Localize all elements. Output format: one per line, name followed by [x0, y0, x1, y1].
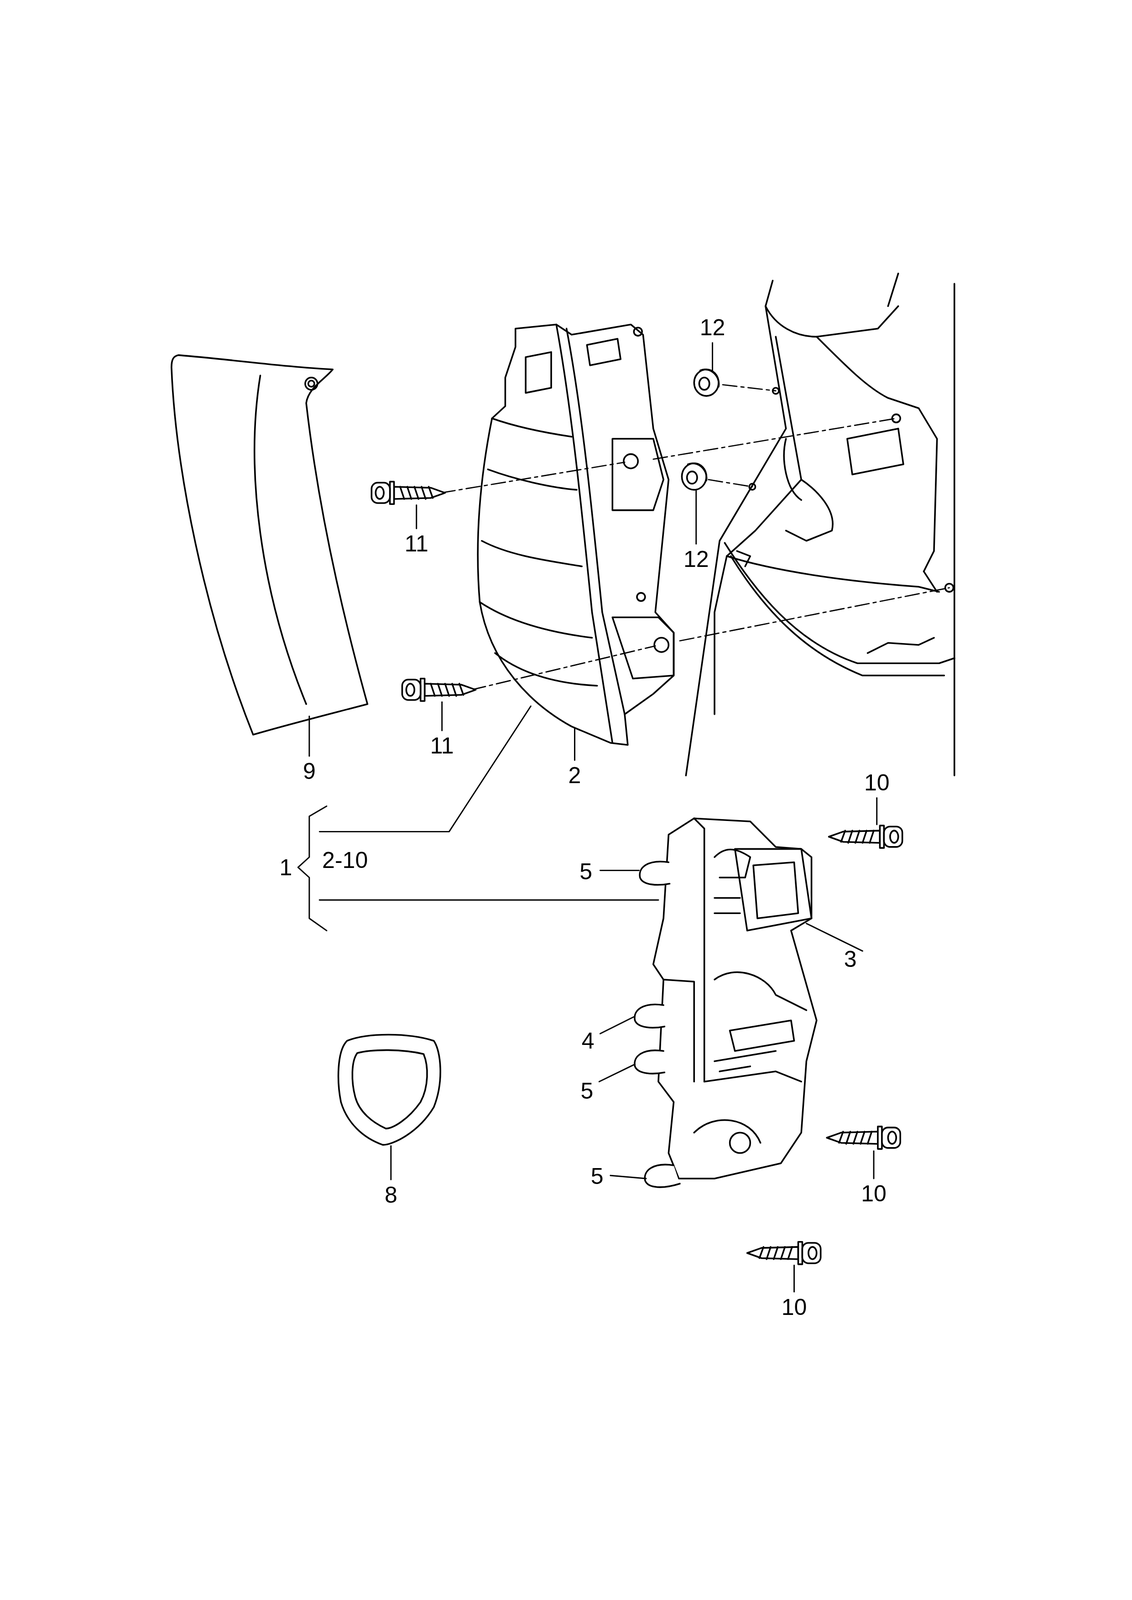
bulb-holder — [653, 818, 817, 1179]
callout-number: 12 — [681, 547, 711, 572]
screw — [371, 481, 445, 505]
mounting-line — [440, 384, 950, 690]
callout-number: 2-10 — [320, 848, 370, 873]
screw — [829, 825, 903, 849]
trim-strip — [171, 355, 368, 736]
nut — [681, 463, 707, 491]
callout-number: 4 — [579, 1028, 597, 1054]
callout-number: 12 — [698, 315, 728, 340]
callout-number: 5 — [578, 1079, 595, 1104]
callout-number: 10 — [859, 1181, 889, 1207]
hole — [749, 483, 756, 490]
contact-tab — [634, 861, 680, 1188]
hole — [772, 387, 779, 394]
screw — [826, 1126, 901, 1150]
callout-number: 5 — [589, 1164, 606, 1190]
callout-number: 3 — [842, 947, 859, 972]
callout-number: 9 — [301, 759, 318, 784]
callout-number: 10 — [779, 1295, 809, 1320]
screw — [401, 678, 476, 702]
callout-number: 1 — [277, 855, 294, 881]
nut — [693, 369, 719, 397]
screw — [747, 1242, 821, 1265]
hole — [945, 584, 954, 593]
callout-number: 8 — [382, 1183, 400, 1208]
callout-number: 11 — [402, 531, 431, 557]
callout-number: 5 — [577, 859, 595, 885]
callout-number: 2 — [566, 763, 584, 788]
leader-line — [309, 343, 877, 1293]
gasket — [338, 1035, 441, 1146]
callout-number: 10 — [862, 770, 892, 796]
callout-number: 11 — [428, 733, 456, 759]
body-panel — [685, 273, 955, 777]
hole — [892, 414, 901, 423]
group-bracket — [297, 706, 659, 931]
